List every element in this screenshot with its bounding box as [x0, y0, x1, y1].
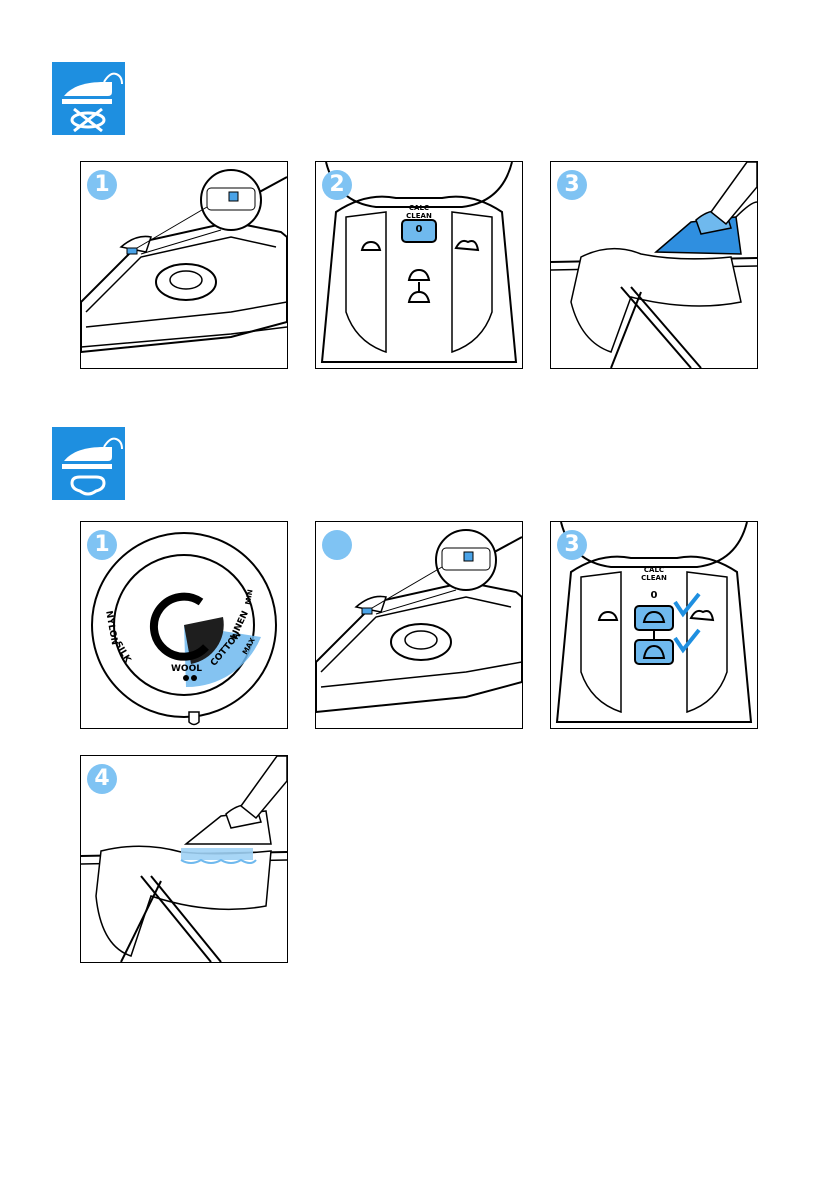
step-panel: 1 NYLON SILK WOOL COTTON LINEN MAX MIN — [80, 521, 288, 729]
iron-illustration — [316, 529, 522, 714]
step-number-badge: 1 — [87, 170, 117, 200]
iron-illustration — [81, 169, 287, 354]
control-dial-illustration — [320, 162, 518, 363]
steam-symbol-icon — [52, 427, 125, 500]
step-number-badge: 3 — [557, 530, 587, 560]
temperature-dial-illustration — [91, 532, 277, 726]
dial-value: 0 — [650, 590, 658, 601]
ironing-with-steam-illustration — [81, 756, 287, 962]
step-panel: 3 — [550, 161, 758, 369]
ironing-no-steam-illustration — [551, 162, 757, 368]
step-number-badge — [322, 530, 352, 560]
step-panel: 4 — [80, 755, 288, 963]
step-panel: 3 CALC CLEAN 0 — [550, 521, 758, 729]
dial-label-wool: WOOL — [171, 664, 202, 674]
step-panel: 2 CALC CLEAN 0 — [315, 161, 523, 369]
calc-clean-label: CALC CLEAN — [406, 204, 432, 220]
calc-clean-label: CALC CLEAN — [641, 566, 667, 582]
step-number-badge: 2 — [322, 170, 352, 200]
step-number-badge: 1 — [87, 530, 117, 560]
no-steam-symbol-icon — [52, 62, 125, 135]
step-number-badge: 3 — [557, 170, 587, 200]
control-dial-steam-illustration — [555, 522, 753, 723]
step-panel: 1 — [80, 161, 288, 369]
step-panel — [315, 521, 523, 729]
step-number-badge: 4 — [87, 764, 117, 794]
dial-value: 0 — [415, 224, 423, 235]
